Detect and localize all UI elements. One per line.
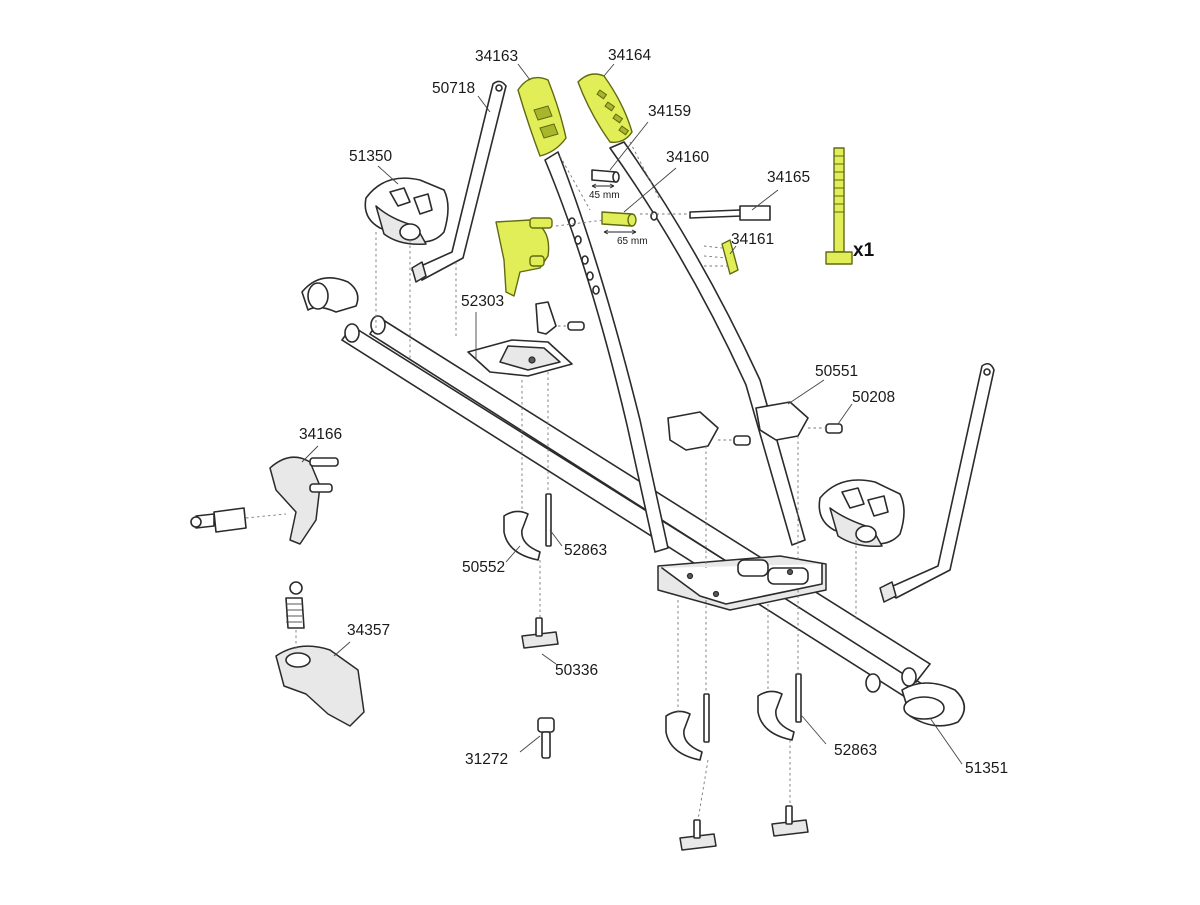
part-label-31272: 31272 xyxy=(465,751,509,768)
part-label-50208: 50208 xyxy=(852,389,896,406)
part-label-34357: 34357 xyxy=(347,622,391,639)
part-label-34166: 34166 xyxy=(299,426,343,443)
part-label-34161: 34161 xyxy=(731,231,775,248)
part-label-50551: 50551 xyxy=(815,363,859,380)
quantity-label: x1 xyxy=(853,240,875,261)
part-label-52303: 52303 xyxy=(461,293,505,310)
leader-lines xyxy=(301,63,963,765)
part-label-50336: 50336 xyxy=(555,662,599,679)
base-mount-plate xyxy=(657,555,827,611)
part-label-51351: 51351 xyxy=(965,760,1009,777)
dimension-label-65mm: 65 mm xyxy=(617,236,648,247)
wheel-tray-front xyxy=(818,479,905,548)
part-label-50552: 50552 xyxy=(462,559,506,576)
part-label-34163: 34163 xyxy=(475,48,519,65)
part-label-51350: 51350 xyxy=(349,148,393,165)
small-hardware xyxy=(190,169,843,851)
part-label-52863-lower: 52863 xyxy=(834,742,878,759)
dimension-lines xyxy=(591,183,637,235)
part-label-50718: 50718 xyxy=(432,80,476,97)
part-label-52863-upper: 52863 xyxy=(564,542,608,559)
part-label-34160: 34160 xyxy=(666,149,710,166)
wheel-tray-rear xyxy=(364,177,449,246)
dimension-label-45mm: 45 mm xyxy=(589,190,620,201)
frame-arms xyxy=(544,141,806,553)
wheel-arm-front xyxy=(879,362,995,603)
part-label-34164: 34164 xyxy=(608,47,652,64)
wheel-arm-rear xyxy=(411,80,507,283)
assembly-guides xyxy=(245,141,857,821)
part-label-34165: 34165 xyxy=(767,169,811,186)
part-label-34159: 34159 xyxy=(648,103,692,120)
highlighted-parts xyxy=(495,73,853,297)
